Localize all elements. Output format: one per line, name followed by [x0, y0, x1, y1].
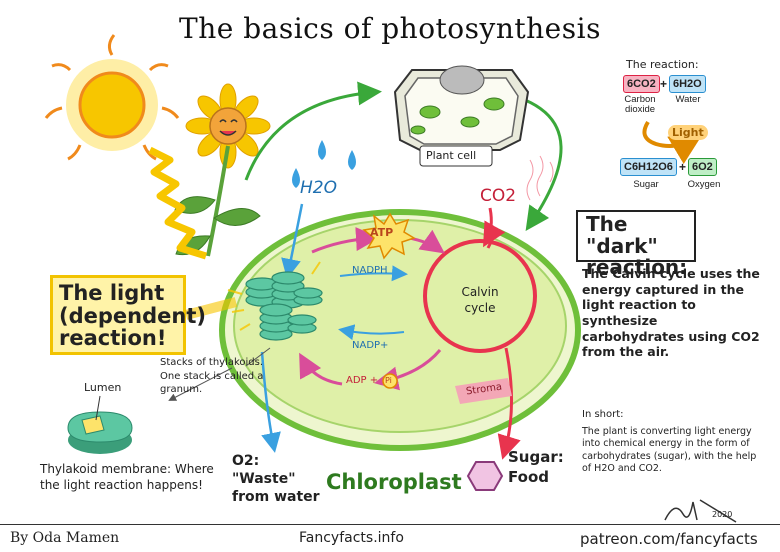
footer-patreon-link[interactable]: patreon.com/fancyfacts — [580, 530, 758, 548]
stacks-label: Stacks of thylakoids. One stack is calle… — [160, 357, 264, 395]
adp-label: ADP + — [346, 375, 379, 386]
co2-input-label: CO2 — [480, 186, 517, 206]
pi-label: Pi — [385, 376, 392, 385]
oxygen-product: 6O2 — [688, 158, 717, 176]
water-label: Water — [675, 94, 701, 105]
calvin-cycle-label: Calvin cycle — [461, 285, 499, 315]
oxygen-label: Oxygen — [687, 179, 721, 190]
page-title: The basics of photosynthesis — [179, 12, 601, 45]
water-reactant: 6H2O — [669, 75, 706, 93]
nadp-label: NADP+ — [352, 340, 389, 351]
water-drop-icon — [292, 140, 356, 188]
co2-label: Carbon dioxide — [624, 94, 656, 116]
co2-reactant: 6CO2 — [623, 75, 660, 93]
dark-reaction-heading: The "dark" reaction: — [576, 210, 696, 278]
calvin-cycle-icon — [423, 239, 537, 353]
sugar-food-label: Sugar: Food — [508, 448, 564, 486]
plant-cell-label: Plant cell — [426, 149, 477, 162]
reaction-title: The reaction: — [626, 58, 699, 71]
lumen-label: Lumen — [84, 381, 122, 394]
footer: By Oda Mamen Fancyfacts.info patreon.com… — [0, 524, 780, 552]
plus-sign: + — [660, 77, 668, 91]
thylakoid-membrane-icon — [67, 411, 133, 454]
light-reaction-heading: The light (dependent) reaction! — [50, 275, 206, 355]
plant-cell-icon — [393, 65, 530, 167]
h2o-label: H2O — [300, 178, 337, 198]
sugar-label: Sugar — [633, 179, 659, 190]
plus-sign-2: + — [679, 160, 687, 174]
signature-year: 2020 — [712, 510, 733, 519]
calvin-description: The Calvin cycle uses the energy capture… — [582, 266, 760, 360]
in-short-text: The plant is converting light energy int… — [582, 426, 757, 475]
light-ray — [148, 146, 208, 260]
sugar-product: C6H12O6 — [620, 158, 677, 176]
in-short-heading: In short: — [582, 409, 624, 420]
atp-label: ATP — [370, 226, 394, 239]
sugar-molecule-icon — [466, 461, 504, 491]
light-energy-label: Light — [668, 125, 708, 140]
thylakoid-stack-icon — [245, 271, 323, 341]
sun-icon — [44, 34, 180, 161]
thylakoid-membrane-label: Thylakoid membrane: Where the light reac… — [40, 462, 214, 492]
nadph-label: NADPH — [352, 265, 388, 276]
chloroplast-label: Chloroplast — [326, 470, 462, 494]
o2-waste-label: O2: "Waste" from water — [232, 453, 320, 506]
footer-author: By Oda Mamen — [10, 530, 120, 546]
footer-site-link[interactable]: Fancyfacts.info — [299, 530, 404, 546]
sunflower-icon — [174, 83, 271, 257]
